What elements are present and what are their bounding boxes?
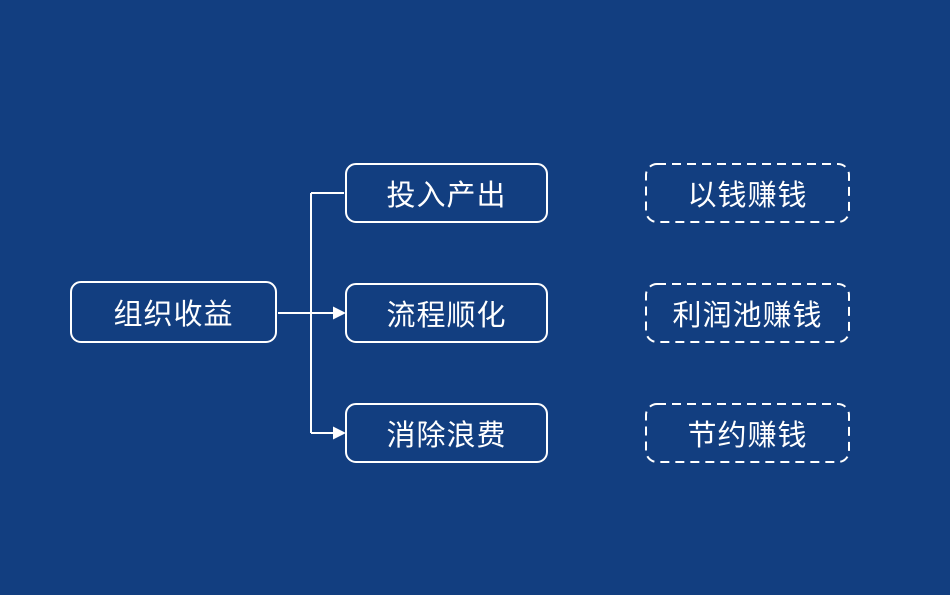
- node-money-makes-money: 以钱赚钱: [645, 163, 850, 223]
- node-input-output-label: 投入产出: [386, 180, 507, 212]
- node-saving-makes-money: 节约赚钱: [645, 403, 850, 463]
- node-process-smoothing: 流程顺化: [345, 283, 548, 343]
- node-root: 组织收益: [70, 281, 277, 343]
- node-profit-pool: 利润池赚钱: [645, 283, 850, 343]
- node-eliminate-waste-label: 消除浪费: [386, 420, 507, 452]
- node-saving-makes-money-label: 节约赚钱: [687, 420, 808, 452]
- node-money-makes-money-label: 以钱赚钱: [687, 180, 808, 212]
- node-process-smoothing-label: 流程顺化: [386, 300, 507, 332]
- node-profit-pool-label: 利润池赚钱: [672, 300, 823, 332]
- node-root-label: 组织收益: [113, 299, 234, 331]
- node-input-output: 投入产出: [345, 163, 548, 223]
- node-eliminate-waste: 消除浪费: [345, 403, 548, 463]
